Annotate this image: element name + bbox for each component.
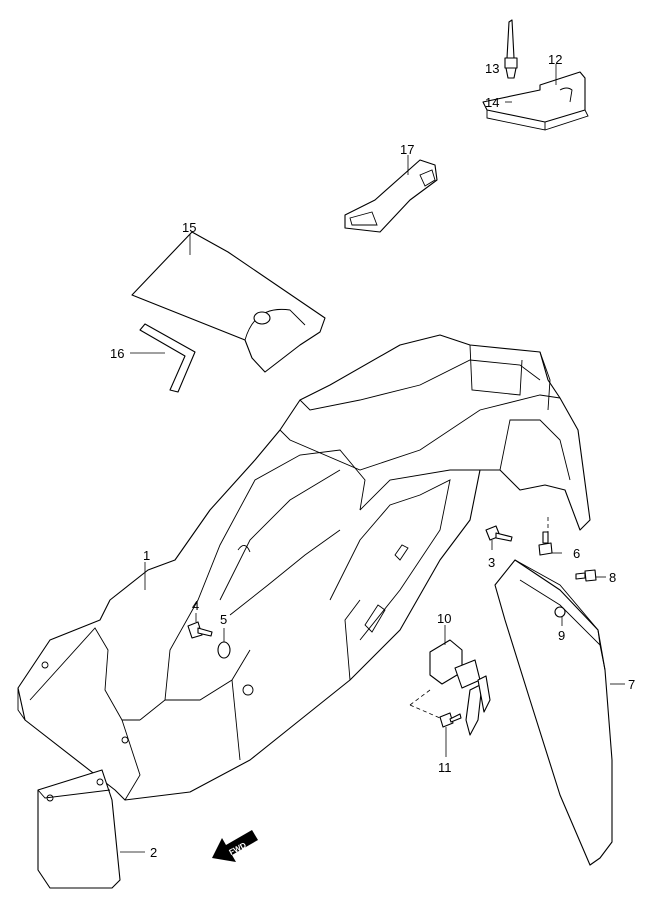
- part-11-screw: [439, 712, 462, 728]
- callout-14: 14: [485, 95, 499, 110]
- part-9-nut: [554, 606, 566, 618]
- part-12-bracket: [482, 71, 589, 131]
- callout-15-label-17: 17: [400, 142, 414, 157]
- callout-9: 9: [558, 628, 565, 643]
- callout-1: 1: [143, 548, 150, 563]
- callout-11: 11: [438, 760, 452, 775]
- fwd-direction-arrow: FWD: [212, 830, 258, 862]
- part-5-grommet: [217, 641, 231, 659]
- callout-5: 5: [220, 612, 227, 627]
- callout-3: 3: [488, 555, 495, 570]
- callout-6: 6: [573, 546, 580, 561]
- part-7-rear-flap: [494, 559, 613, 866]
- part-2-mud-guard: [37, 769, 121, 889]
- part-3-bolt: [485, 525, 513, 542]
- leader-lines: [120, 64, 625, 853]
- callout-10: 10: [437, 611, 451, 626]
- part-13-rivet: [504, 19, 518, 79]
- part-1-rear-fender: [17, 334, 591, 801]
- callout-4: 4: [192, 598, 199, 613]
- part-4-bolt: [187, 621, 213, 639]
- callout-2: 2: [150, 845, 157, 860]
- callout-13: 13: [485, 61, 499, 76]
- part-16-hex-wrench: [139, 323, 196, 393]
- callout-12: 12: [548, 52, 562, 67]
- callout-8: 8: [609, 570, 616, 585]
- callout-16: 16: [110, 346, 124, 361]
- part-10-seat-lock: [429, 639, 491, 736]
- callout-7: 7: [628, 677, 635, 692]
- part-15-tool-bag: [131, 231, 326, 373]
- part-8-bolt: [575, 569, 597, 582]
- part-6-bolt: [538, 531, 553, 556]
- part-17-strap: [344, 159, 438, 233]
- callout-15: 15: [182, 220, 196, 235]
